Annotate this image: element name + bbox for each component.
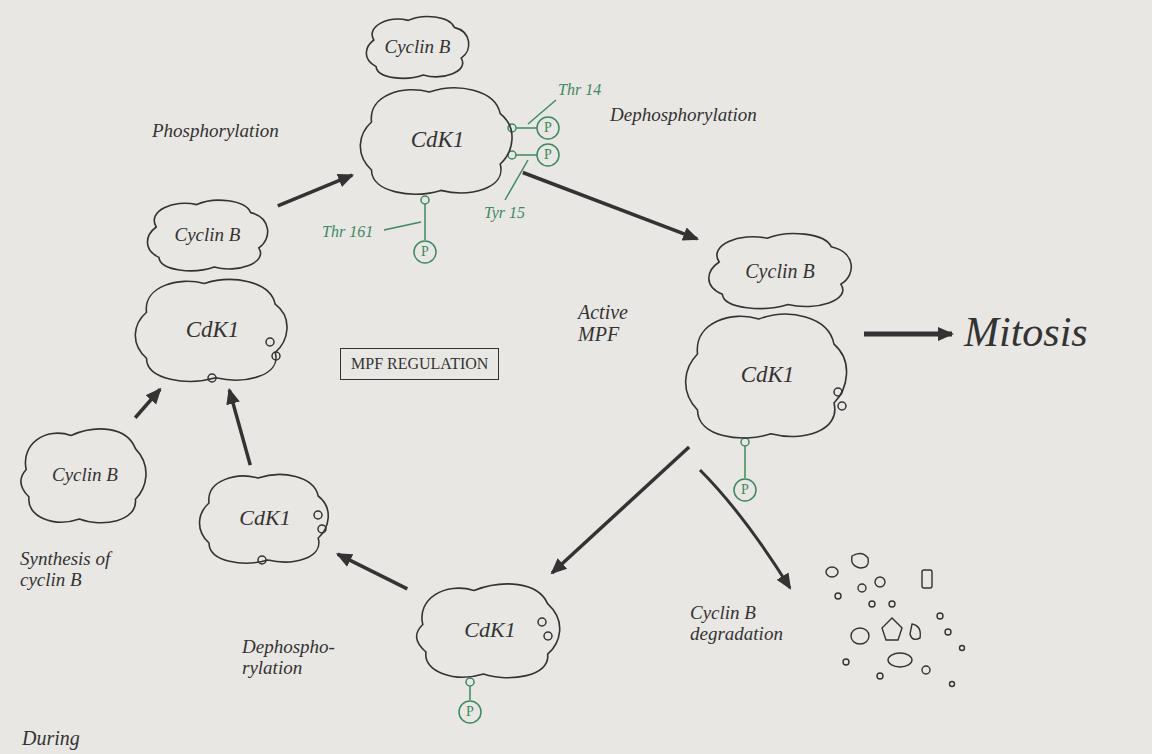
annotation-label: Cyclin B degradation bbox=[688, 602, 814, 646]
annotation-label: Mitosis bbox=[962, 308, 1090, 356]
edge-label: Phosphorylation bbox=[150, 120, 359, 143]
protein-blob: Cyclin B bbox=[360, 12, 475, 82]
protein-blob: CdK1 bbox=[195, 468, 335, 568]
phosphate-mark: P bbox=[460, 702, 480, 722]
protein-blob: Cyclin B bbox=[700, 228, 860, 313]
protein-name: CdK1 bbox=[186, 317, 240, 342]
protein-blob: CdK1 bbox=[355, 80, 520, 200]
protein-name: CdK1 bbox=[464, 618, 515, 642]
protein-name: CdK1 bbox=[411, 127, 465, 152]
reaction-arrow bbox=[135, 389, 160, 417]
edge-label: Dephosphorylation bbox=[608, 104, 834, 127]
annotation-label: Thr 14 bbox=[556, 80, 603, 100]
protein-blob: CdK1 bbox=[410, 575, 570, 685]
annotation-label: Tyr 15 bbox=[482, 203, 527, 223]
annotation-label: Active MPF bbox=[576, 300, 662, 346]
protein-name: Cyclin B bbox=[175, 225, 241, 246]
reaction-arrow bbox=[229, 390, 250, 465]
annotation-label: Thr 161 bbox=[320, 222, 375, 242]
protein-name: Cyclin B bbox=[385, 37, 451, 58]
edge-label: Dephospho- rylation bbox=[240, 636, 369, 680]
phosphate-mark: P bbox=[735, 480, 755, 500]
annotation-label: During bbox=[20, 726, 82, 750]
protein-name: Cyclin B bbox=[52, 465, 118, 486]
protein-blob: CdK1 bbox=[680, 305, 855, 445]
protein-name: CdK1 bbox=[239, 506, 290, 530]
protein-blob: Cyclin B bbox=[140, 195, 275, 275]
reaction-arrow bbox=[552, 447, 689, 573]
diagram-title: MPF REGULATION bbox=[351, 355, 488, 373]
reaction-arrow bbox=[278, 175, 352, 206]
reaction-arrow bbox=[338, 554, 408, 589]
phosphate-mark: P bbox=[538, 118, 558, 138]
phosphate-mark: P bbox=[415, 242, 435, 262]
reaction-arrow bbox=[523, 173, 697, 239]
protein-name: CdK1 bbox=[741, 362, 795, 387]
protein-name: Cyclin B bbox=[745, 260, 814, 282]
title-box: MPF REGULATION bbox=[340, 348, 499, 380]
protein-blob: Cyclin B bbox=[15, 420, 155, 530]
protein-blob: CdK1 bbox=[130, 272, 295, 387]
edge-label: Synthesis of cyclin B bbox=[18, 548, 147, 592]
phosphate-mark: P bbox=[538, 145, 558, 165]
